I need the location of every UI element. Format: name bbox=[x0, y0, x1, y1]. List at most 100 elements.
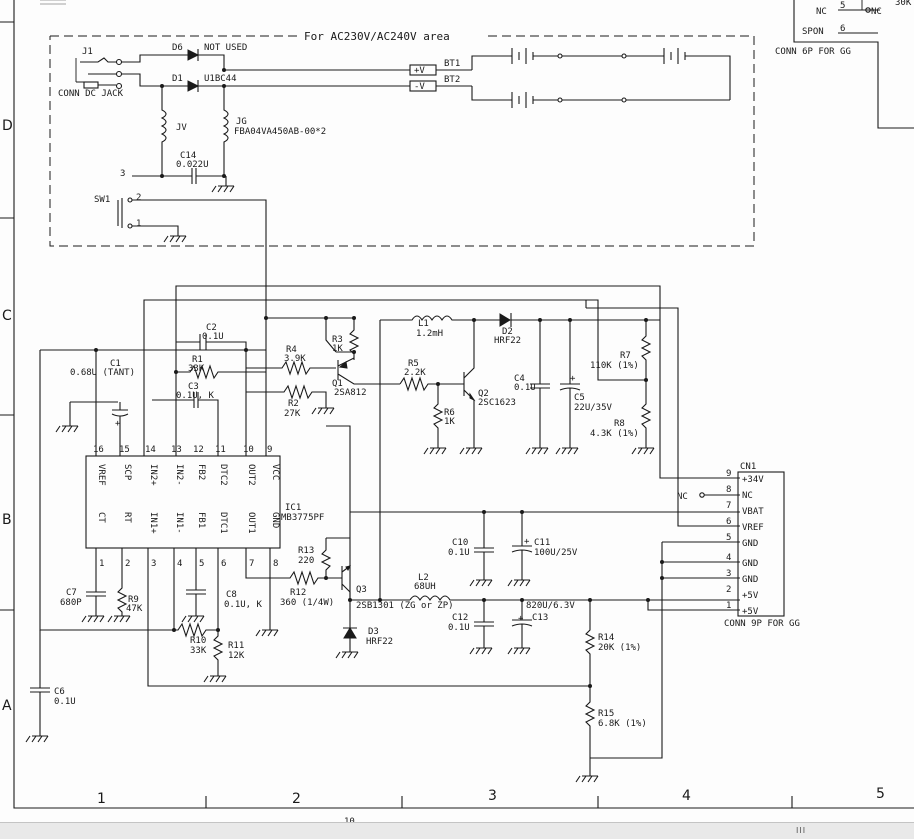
r15-value: 6.8K (1%) bbox=[598, 719, 647, 729]
zone-row-a: A bbox=[2, 698, 12, 714]
plus-v-tag: +V bbox=[414, 66, 425, 76]
cn1-pin-number: 3 bbox=[726, 569, 731, 579]
r5-ref: R5 bbox=[408, 359, 419, 369]
cn1-pin-name: +5V bbox=[742, 607, 759, 617]
cn1-pin-number: 2 bbox=[726, 585, 731, 595]
top-nc-right: NC bbox=[871, 7, 882, 17]
c13-value: 820U/6.3V bbox=[526, 601, 575, 611]
minus-v-tag: -V bbox=[414, 82, 425, 92]
zone-col-2: 2 bbox=[292, 791, 301, 807]
ic1-bottom-pin-number: 4 bbox=[177, 559, 182, 569]
c13-ref: C13 bbox=[532, 613, 548, 623]
ic1-top-pin-number: 12 bbox=[193, 445, 204, 455]
cn1-pin-number: 8 bbox=[726, 485, 731, 495]
switch-sw1: SW1 2 1 bbox=[94, 193, 267, 318]
zone-col-4: 4 bbox=[682, 788, 691, 804]
cn1-pin-number: 6 bbox=[726, 517, 731, 527]
ic1-value: MB3775PF bbox=[281, 513, 324, 523]
cn1-pin-name: GND bbox=[742, 575, 758, 585]
dc-jack-j1: J1 CONN DC JACK bbox=[58, 47, 124, 99]
r2-ref: R2 bbox=[288, 399, 299, 409]
r13-value: 220 bbox=[298, 556, 314, 566]
c11-value: 100U/25V bbox=[534, 548, 578, 558]
battery-section: +V -V BT1 BT2 bbox=[409, 48, 731, 108]
ic1-bottom-pin-name: OUT1 bbox=[246, 512, 256, 534]
ic1-bottom-pin-name: DTC1 bbox=[218, 512, 228, 534]
c2-value: 0.1U bbox=[202, 332, 224, 342]
r9-value: 47K bbox=[126, 604, 143, 614]
ic1-top-pin-name: SCP bbox=[122, 464, 132, 481]
r2-value: 27K bbox=[284, 409, 301, 419]
ic1-bottom-pin-number: 1 bbox=[99, 559, 104, 569]
ic1-top-pin-name: DTC2 bbox=[218, 464, 228, 486]
sw1-pin-3: 3 bbox=[120, 169, 125, 179]
r8-value: 4.3K (1%) bbox=[590, 429, 639, 439]
c3-value: 0.1U, K bbox=[176, 391, 215, 401]
ic-wiring: C2 0.1U R1 33K C3 0.1U, K C1 0.68U (TANT… bbox=[40, 285, 740, 479]
zone-row-d: D bbox=[2, 118, 13, 134]
c8-ref: C8 bbox=[226, 590, 237, 600]
ic1-top-pin-name: OUT2 bbox=[246, 464, 256, 486]
area-label: For AC230V/AC240V area bbox=[304, 30, 450, 43]
c1-ref: C1 bbox=[110, 359, 121, 369]
r3-value: 1K bbox=[332, 344, 343, 354]
cn1-pin-number: 7 bbox=[726, 501, 731, 511]
c4-ref: C4 bbox=[514, 374, 525, 384]
timing-components: C7 680P R9 47K R10 33K C8 0.1U, K R11 12… bbox=[25, 350, 279, 743]
svg-text:+: + bbox=[115, 419, 121, 429]
r1-ref: R1 bbox=[192, 355, 203, 365]
vbat-section: C10 0.1U + C11 100U/25V bbox=[350, 510, 740, 587]
jv-label: JV bbox=[176, 123, 187, 133]
r6-ref: R6 bbox=[444, 408, 455, 418]
zone-row-c: C bbox=[2, 308, 12, 324]
scrollbar-grip[interactable]: III bbox=[796, 826, 807, 835]
c2-ref: C2 bbox=[206, 323, 217, 333]
l2-value: 68UH bbox=[414, 582, 436, 592]
svg-text:+: + bbox=[518, 614, 524, 624]
r12-ref: R12 bbox=[290, 588, 306, 598]
zone-col-1: 1 bbox=[97, 791, 106, 807]
horizontal-scrollbar[interactable]: III bbox=[0, 822, 914, 839]
top-pin-6: 6 bbox=[840, 24, 845, 34]
r8-ref: R8 bbox=[614, 419, 625, 429]
ic1-top-pin-number: 16 bbox=[93, 445, 104, 455]
top-spon: SPON bbox=[802, 27, 824, 37]
r7-value: 110K (1%) bbox=[590, 361, 639, 371]
d2-ref: D2 bbox=[502, 327, 513, 337]
r5-value: 2.2K bbox=[404, 368, 426, 378]
l2-ref: L2 bbox=[418, 573, 429, 583]
r10-ref: R10 bbox=[190, 636, 206, 646]
c7-ref: C7 bbox=[66, 588, 77, 598]
ic1-bottom-pin-number: 3 bbox=[151, 559, 156, 569]
ic1-bottom-pin-number: 6 bbox=[221, 559, 226, 569]
c14-ref: C14 bbox=[180, 151, 196, 161]
c5-ref: C5 bbox=[574, 393, 585, 403]
c3-ref: C3 bbox=[188, 382, 199, 392]
sw1-ref: SW1 bbox=[94, 195, 110, 205]
ic1-bottom-pin-name: IN1- bbox=[174, 512, 184, 534]
r14-ref: R14 bbox=[598, 633, 614, 643]
cn1-pin-number: 5 bbox=[726, 533, 731, 543]
ic1-top-pin-number: 14 bbox=[145, 445, 156, 455]
ic1-top-pin-name: VCC bbox=[270, 464, 280, 480]
frame bbox=[0, 0, 914, 809]
cn1-nc-external: NC bbox=[677, 492, 688, 502]
q2-value: 2SC1623 bbox=[478, 398, 516, 408]
cn1-pin-name: VBAT bbox=[742, 507, 764, 517]
c6-ref: C6 bbox=[54, 687, 65, 697]
svg-text:+: + bbox=[524, 537, 530, 547]
q3-value: 2SB1301 (ZG or ZP) bbox=[356, 601, 454, 611]
ic1-bottom-pin-name: GND bbox=[270, 512, 280, 528]
l1-ref: L1 bbox=[418, 319, 429, 329]
d6-value: NOT USED bbox=[204, 43, 247, 53]
l1-value: 1.2mH bbox=[416, 329, 443, 339]
zone-col-3: 3 bbox=[488, 788, 497, 804]
c7-value: 680P bbox=[60, 598, 82, 608]
sw1-pin-1: 1 bbox=[136, 219, 141, 229]
cn1-title: CONN 9P FOR GG bbox=[724, 619, 800, 629]
r4-ref: R4 bbox=[286, 345, 297, 355]
c8-value: 0.1U, K bbox=[224, 600, 263, 610]
d2-value: HRF22 bbox=[494, 336, 521, 346]
zone-row-b: B bbox=[2, 512, 12, 528]
